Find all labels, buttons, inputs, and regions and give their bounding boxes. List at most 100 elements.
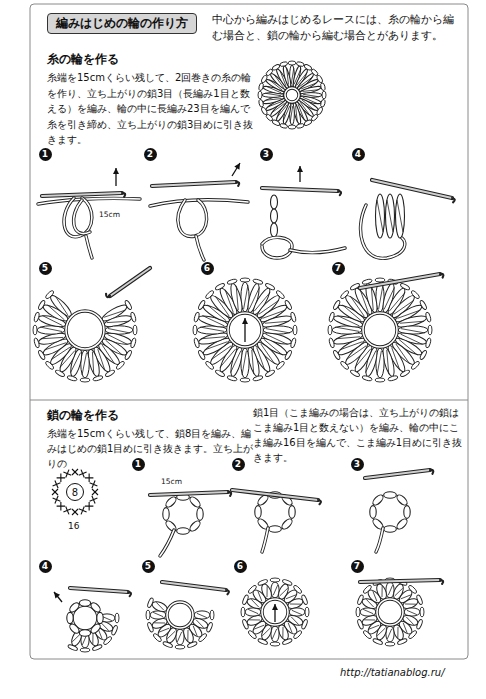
thread xyxy=(262,528,268,552)
stitch-top xyxy=(272,64,281,71)
stitch xyxy=(405,603,416,604)
chain-stitch xyxy=(370,506,376,519)
single-crochet-symbol xyxy=(85,502,93,510)
stitch xyxy=(272,629,276,639)
stitch xyxy=(377,351,381,375)
stitch-top xyxy=(362,630,372,640)
single-crochet-symbol xyxy=(63,470,71,478)
stitch xyxy=(156,602,164,610)
stitch-top xyxy=(275,290,285,300)
crochet-hook xyxy=(226,590,229,594)
stitch-top xyxy=(265,369,276,377)
thread-ring xyxy=(262,599,288,625)
stitch-top xyxy=(33,312,39,323)
instruction-text: 糸端を15cmくらい残して、鎖8目を編み、編みはじめの鎖1目めに引き抜きます。立… xyxy=(47,426,255,471)
crochet-hook xyxy=(232,490,318,500)
intro-text: 中心から編みはじめるレースには、糸の輪から編む場合と、鎖の輪から編む場合とがあり… xyxy=(212,11,454,43)
stitch xyxy=(249,619,260,620)
stitch xyxy=(302,90,318,92)
stitch-top xyxy=(301,619,309,630)
stitch xyxy=(40,327,62,331)
stitch-top xyxy=(257,638,268,646)
stitch-top xyxy=(80,378,90,382)
stitch-top xyxy=(397,638,408,646)
stitch-top xyxy=(247,630,257,640)
thread xyxy=(86,236,92,258)
crochet-hook xyxy=(440,580,443,584)
stitch xyxy=(387,629,391,639)
stitch-top xyxy=(322,91,326,99)
stitch-top xyxy=(93,375,104,381)
stitch-top xyxy=(400,282,411,290)
crochet-hook xyxy=(236,182,239,186)
stitch-top xyxy=(316,107,323,116)
stitch-top xyxy=(372,638,383,646)
stitch-top xyxy=(416,594,424,605)
stitch-top xyxy=(240,378,250,382)
stitch-top xyxy=(205,360,215,370)
stitch-top xyxy=(293,630,303,640)
chain-stitch xyxy=(164,495,177,508)
instruction-text: 糸端を15cmくらい残して、2回巻きの糸の輪を作り、立ち上がりの鎖3目（長編み1… xyxy=(47,70,255,148)
stitch-top xyxy=(45,290,55,300)
crochet-hook xyxy=(360,274,440,288)
single-crochet-symbol xyxy=(79,470,87,478)
stitch xyxy=(388,585,392,595)
stitch xyxy=(154,622,165,623)
single-crochet-symbol xyxy=(57,474,65,482)
step-number: 7 xyxy=(351,560,364,573)
stitch-top xyxy=(375,378,385,382)
stitch-top xyxy=(425,312,431,323)
thread-ring xyxy=(228,313,262,347)
stitch-top xyxy=(279,123,288,129)
stitch xyxy=(387,350,389,374)
stitch-top xyxy=(265,282,276,290)
stitch-top xyxy=(375,278,385,282)
stitch xyxy=(397,200,403,232)
stitch-top xyxy=(416,619,424,630)
dimension-label: 15cm xyxy=(160,477,183,486)
stitch-top xyxy=(103,636,113,646)
chain-stitch xyxy=(271,209,278,223)
chain-stitch xyxy=(79,630,90,636)
crochet-hook xyxy=(70,588,128,592)
stitch xyxy=(271,582,279,598)
stitch-top xyxy=(33,338,39,349)
crochet-hook xyxy=(152,182,236,186)
crochet-hook xyxy=(365,470,430,478)
stitch-top xyxy=(258,99,264,108)
stitch xyxy=(252,350,254,374)
stitch xyxy=(271,626,279,642)
stitch xyxy=(229,283,245,314)
stitch-top xyxy=(279,61,288,67)
stitch-top xyxy=(162,641,173,649)
stitch-top xyxy=(193,325,197,335)
crochet-hook xyxy=(150,492,228,495)
single-crochet-symbol xyxy=(85,502,93,510)
stitch-top xyxy=(257,579,268,587)
thread xyxy=(196,236,204,260)
chain-stitch xyxy=(68,601,80,613)
step-number: 7 xyxy=(332,262,345,275)
single-crochet-symbol xyxy=(63,470,71,478)
stitch xyxy=(282,65,292,87)
arrow xyxy=(113,168,119,174)
stitch xyxy=(407,610,417,614)
single-crochet-symbol xyxy=(57,474,65,482)
stitch xyxy=(244,285,248,309)
crochet-hook xyxy=(262,188,338,191)
thread-ring xyxy=(363,313,397,347)
stitch-top xyxy=(210,610,214,620)
stitch xyxy=(386,194,395,238)
stitch xyxy=(107,321,129,322)
chain-stitch xyxy=(164,519,177,532)
stitch-top xyxy=(242,619,250,630)
stitch-top xyxy=(282,638,293,646)
stitch-top xyxy=(37,350,45,361)
step-number: 2 xyxy=(144,148,157,161)
crochet-hook xyxy=(430,470,433,474)
stitch xyxy=(360,608,376,616)
stitch xyxy=(273,585,277,595)
thread xyxy=(290,248,345,253)
stitch-top xyxy=(253,375,264,381)
